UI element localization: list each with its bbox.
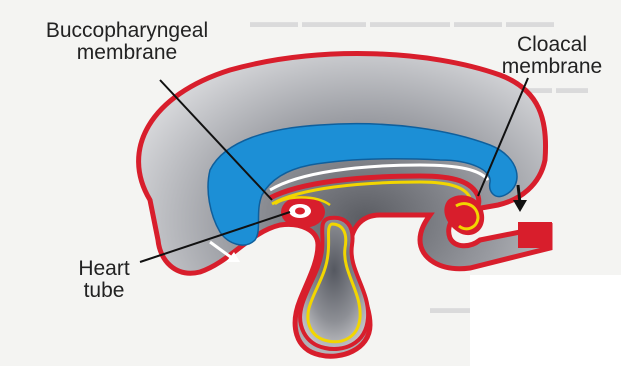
label-line: Cloacal	[488, 34, 616, 56]
label-line: membrane	[488, 56, 616, 78]
label-line: membrane	[22, 42, 232, 64]
heart-tube-core	[295, 208, 305, 215]
label-line: tube	[64, 280, 144, 302]
label-line: Buccopharyngeal	[22, 20, 232, 42]
blank-patch	[470, 275, 621, 366]
label-cloacal-membrane: Cloacal membrane	[488, 34, 616, 78]
connecting-stalk	[518, 222, 552, 248]
label-buccopharyngeal-membrane: Buccopharyngeal membrane	[22, 20, 232, 64]
label-heart-tube: Heart tube	[64, 258, 144, 302]
label-line: Heart	[64, 258, 144, 280]
